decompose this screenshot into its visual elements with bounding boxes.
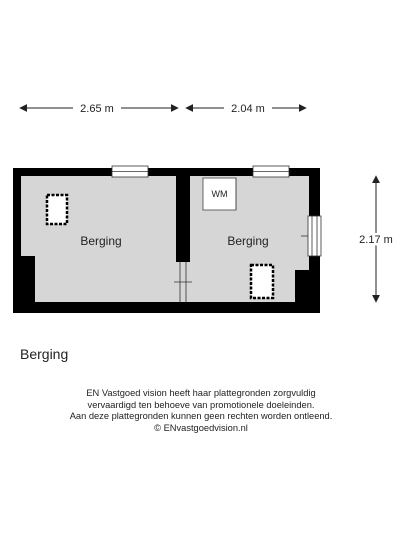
dimension-top-left: 2.65 m [19,103,179,115]
disclaimer-line: Aan deze plattegronden kunnen geen recht… [69,411,333,421]
washing-machine: WM [202,177,237,211]
dimension-right: 2.17 m [357,175,395,303]
dimension-label: 2.17 m [359,234,393,246]
skylight-left [45,193,69,226]
disclaimer-line: vervaardigd ten behoeve van promotionele… [87,399,315,410]
window-top-left [111,165,149,178]
room-label-right: Berging [227,234,268,248]
disclaimer-line: EN Vastgoed vision heeft haar plattegron… [86,388,316,398]
appliance-label: WM [212,189,228,199]
door-right-wall [301,215,322,257]
room-label-left: Berging [80,234,121,248]
floor-title: Berging [20,346,69,362]
dimension-label: 2.04 m [231,103,265,115]
copyright-line: © ENvastgoedvision.nl [154,422,248,433]
disclaimer: EN Vastgoed vision heeft haar plattegron… [0,388,402,434]
door-interior [174,262,192,302]
window-top-right [252,165,290,178]
dimension-label: 2.65 m [80,103,114,115]
dimension-top-right: 2.04 m [185,103,307,115]
skylight-right [249,263,275,300]
